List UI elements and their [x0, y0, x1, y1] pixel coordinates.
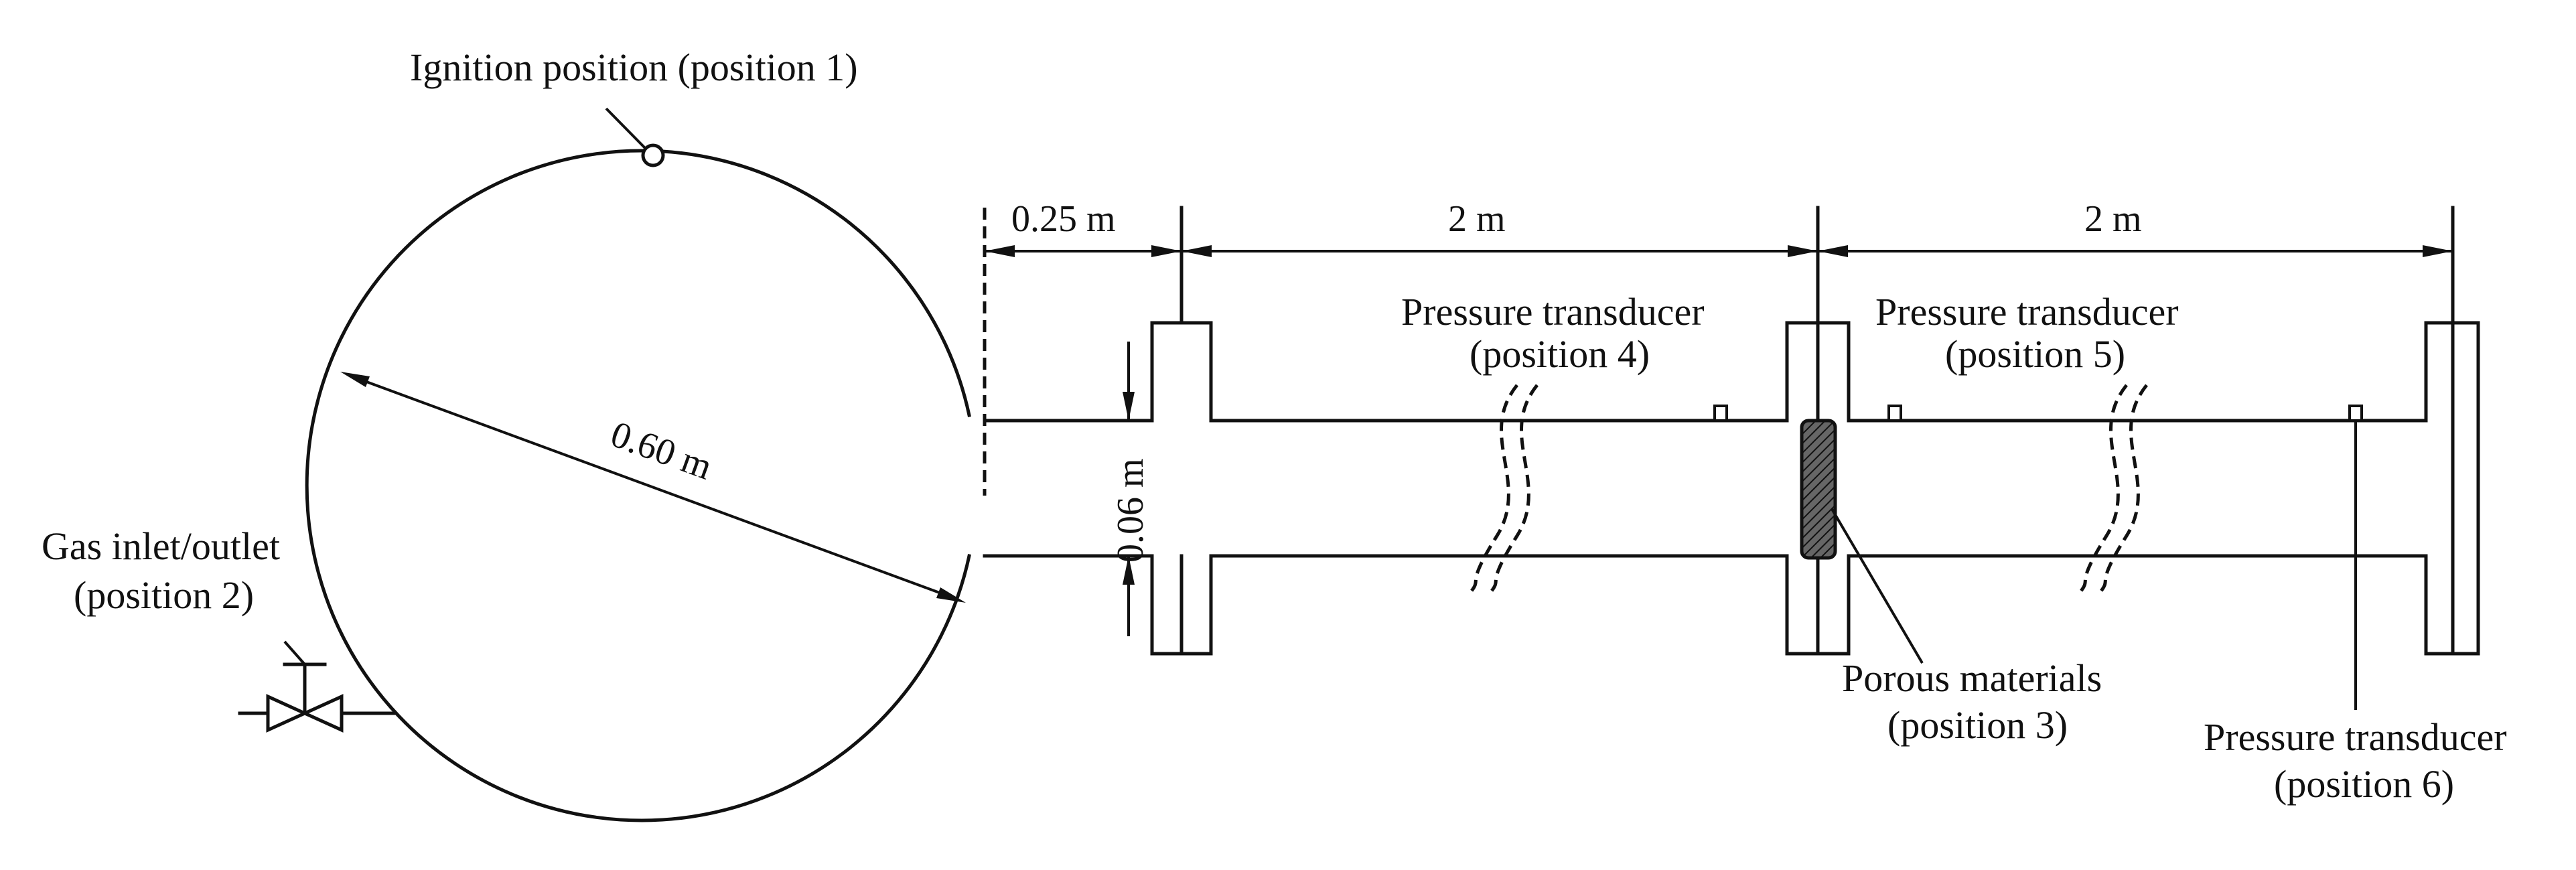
pt5-label-line1: Pressure transducer	[1875, 290, 2179, 334]
porous-label-line2: (position 3)	[1887, 703, 2068, 747]
pressure-transducer-4-icon	[1713, 405, 1728, 422]
gas-inlet-label-line2: (position 2)	[74, 573, 254, 617]
flange-3	[2424, 206, 2480, 656]
flange-1	[1150, 206, 1213, 656]
length-2m-first-dimension	[1182, 245, 1818, 257]
pt4-label-line1: Pressure transducer	[1401, 290, 1705, 334]
length-2m-first-label: 2 m	[1448, 198, 1506, 240]
spherical-vessel	[305, 149, 971, 822]
length-0-25-dimension	[983, 208, 1182, 496]
ignition-point-icon	[605, 107, 665, 167]
length-0-25-label: 0.25 m	[1011, 198, 1116, 240]
pipe	[983, 419, 2428, 558]
pt6-label-line1: Pressure transducer	[2204, 715, 2507, 759]
pipe-break-mark-1	[1469, 384, 1539, 594]
porous-material	[1800, 419, 1924, 664]
pt4-label-line2: (position 4)	[1470, 332, 1650, 376]
pt5-label-line2: (position 5)	[1945, 332, 2125, 376]
pipe-diameter-dimension	[1123, 342, 1135, 636]
porous-label-line1: Porous materials	[1842, 656, 2102, 700]
gas-valve-icon	[238, 640, 397, 733]
pipe-break-mark-2	[2078, 384, 2148, 594]
ignition-position-label: Ignition position (position 1)	[410, 46, 858, 89]
pipe-diameter-label: 0.06 m	[1110, 458, 1151, 563]
pressure-transducer-6-icon	[2348, 405, 2363, 710]
gas-inlet-label-line1: Gas inlet/outlet	[42, 524, 280, 568]
pressure-transducer-5-icon	[1887, 405, 1902, 422]
length-2m-second-label: 2 m	[2084, 198, 2142, 240]
pt6-label-line2: (position 6)	[2274, 762, 2454, 806]
length-2m-second-dimension	[1818, 245, 2453, 257]
sphere-diameter-dimension	[340, 372, 966, 603]
